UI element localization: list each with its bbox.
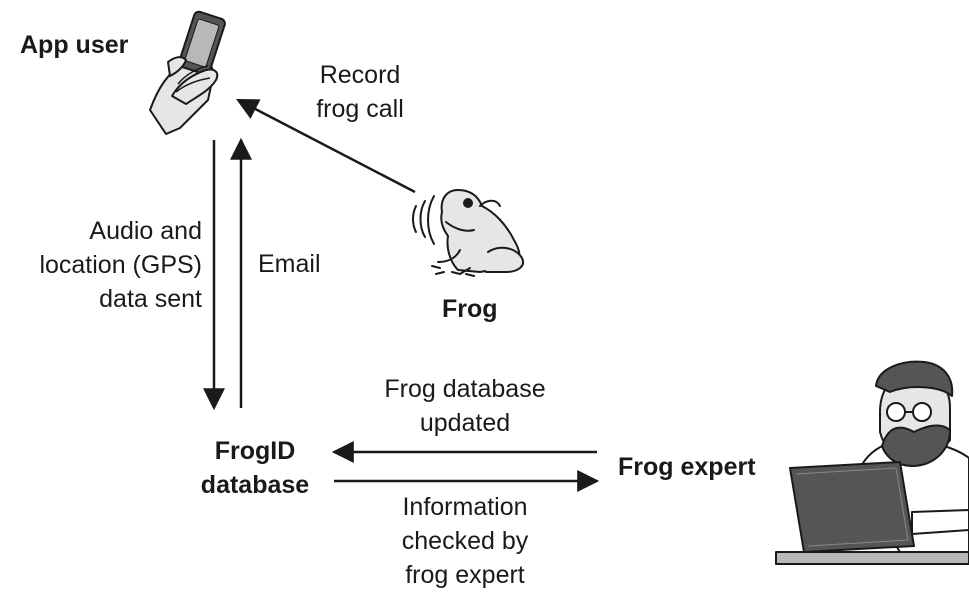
node-app-user: App user bbox=[20, 31, 129, 59]
edge-label-record-frog-call: Record frog call bbox=[316, 61, 404, 123]
edge-label-audio-location: Audio and location (GPS) data sent bbox=[39, 217, 202, 313]
node-frog: Frog bbox=[442, 295, 498, 323]
node-frogid-database: FrogID database bbox=[200, 437, 310, 499]
hand-holding-phone-icon bbox=[149, 10, 226, 135]
arrow-frog-to-app-user bbox=[236, 98, 416, 194]
edge-label-database-updated: Frog database updated bbox=[384, 375, 546, 437]
edge-label-information-checked: Information checked by frog expert bbox=[401, 493, 529, 589]
calling-frog-icon bbox=[412, 189, 524, 277]
node-frog-expert: Frog expert bbox=[618, 453, 756, 481]
edge-label-email: Email bbox=[258, 250, 321, 278]
person-at-laptop-icon bbox=[775, 360, 969, 565]
